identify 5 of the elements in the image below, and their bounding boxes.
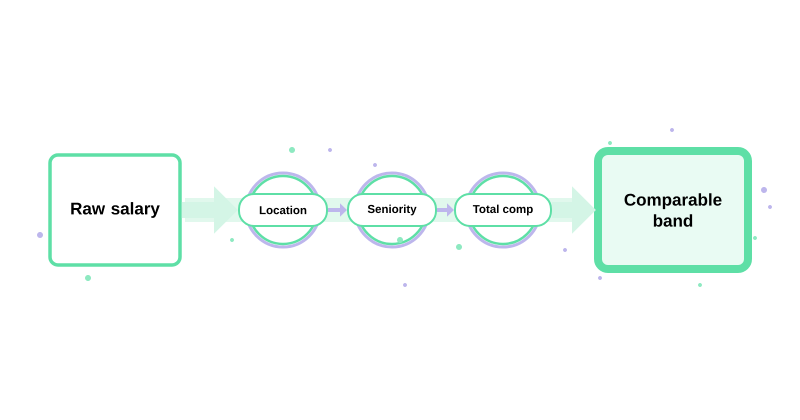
result-box: Comparable band [594, 147, 752, 273]
process-box: Raw salary [48, 153, 182, 267]
step-pill: Seniority [347, 193, 437, 227]
step-pill: Total comp [454, 193, 552, 227]
step-pill: Location [238, 193, 328, 227]
